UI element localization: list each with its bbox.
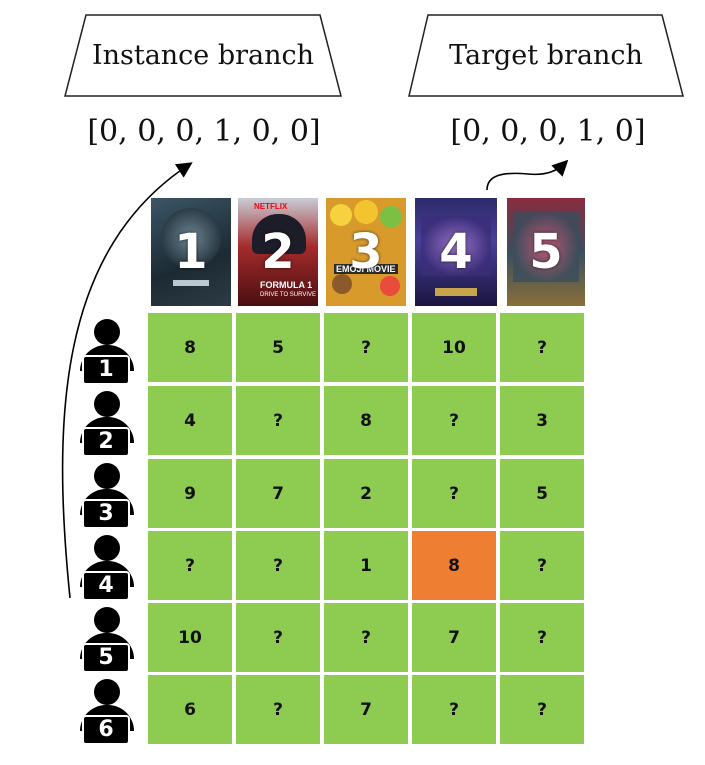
user-icon-3: 3: [74, 461, 138, 531]
poster-3-emoji-b: [354, 200, 378, 224]
movie-poster-5: 5: [507, 198, 585, 306]
poster-1-caption: [173, 280, 209, 286]
rating-cell: ?: [500, 603, 584, 672]
rating-cell: 5: [236, 313, 320, 382]
movie-poster-3: EMOJI MOVIE 3: [326, 198, 406, 306]
user-id-label: 3: [82, 499, 130, 529]
user-icon-6: 6: [74, 677, 138, 747]
user-icon-5: 5: [74, 605, 138, 675]
target-arrow: [486, 159, 569, 191]
rating-cell: 9: [148, 459, 232, 528]
poster-5-characters: [513, 212, 579, 282]
user-id-label: 6: [82, 715, 130, 745]
poster-2-helmet: [252, 214, 306, 254]
rating-cell: 3: [500, 386, 584, 455]
target-one-hot-vector: [0, 0, 0, 1, 0]: [450, 114, 646, 149]
rating-cell: 6: [148, 675, 232, 744]
rating-cell: 7: [236, 459, 320, 528]
poster-4-heroes: [421, 216, 491, 276]
poster-4-title-plate: [435, 288, 477, 296]
rating-cell-highlighted: 8: [412, 531, 496, 600]
rating-cell: ?: [324, 313, 408, 382]
user-badge: 3: [76, 491, 136, 529]
rating-cell: 7: [324, 675, 408, 744]
rating-cell: ?: [412, 675, 496, 744]
user-icon-2: 2: [74, 389, 138, 459]
user-head: [94, 679, 120, 705]
poster-3-emoji-e: [380, 276, 400, 296]
user-icon-4: 4: [74, 533, 138, 603]
user-badge: 1: [76, 347, 136, 385]
rating-cell: ?: [324, 603, 408, 672]
rating-cell: ?: [500, 531, 584, 600]
target-branch-shape: [408, 14, 684, 97]
user-head: [94, 319, 120, 345]
rating-cell: 8: [324, 386, 408, 455]
instance-branch-box: Instance branch: [64, 14, 342, 98]
rating-cell: 8: [148, 313, 232, 382]
rating-cell: ?: [148, 531, 232, 600]
target-branch-title: Target branch: [449, 40, 643, 71]
poster-3-emoji-d: [332, 274, 352, 294]
rating-cell: ?: [412, 459, 496, 528]
instance-one-hot-vector: [0, 0, 0, 1, 0, 0]: [87, 114, 321, 149]
user-head: [94, 391, 120, 417]
user-badge: 2: [76, 419, 136, 457]
rating-cell: 1: [324, 531, 408, 600]
rating-cell: 10: [148, 603, 232, 672]
poster-2-title: FORMULA 1: [260, 280, 313, 290]
rating-cell: ?: [500, 675, 584, 744]
rating-cell: 2: [324, 459, 408, 528]
user-id-label: 2: [82, 427, 130, 457]
movie-poster-2: NETFLIX FORMULA 1 DRIVE TO SURVIVE 2: [238, 198, 318, 306]
movie-number-4: 4: [439, 224, 473, 280]
user-id-label: 4: [82, 571, 130, 601]
movie-poster-1: 1: [151, 198, 231, 306]
target-branch-box: Target branch: [408, 14, 684, 98]
rating-cell: ?: [412, 386, 496, 455]
user-head: [94, 607, 120, 633]
rating-cell: ?: [236, 675, 320, 744]
poster-2-subtitle: DRIVE TO SURVIVE: [260, 292, 317, 298]
poster-3-emoji-a: [330, 204, 352, 226]
rating-cell: ?: [236, 603, 320, 672]
rating-cell: ?: [236, 386, 320, 455]
rating-cell: 10: [412, 313, 496, 382]
user-head: [94, 535, 120, 561]
user-badge: 4: [76, 563, 136, 601]
instance-branch-shape: [64, 14, 342, 97]
user-head: [94, 463, 120, 489]
user-id-label: 1: [82, 355, 130, 385]
movie-number-1: 1: [174, 224, 208, 280]
rating-cell: ?: [236, 531, 320, 600]
poster-3-emoji-c: [380, 206, 402, 228]
instance-branch-title: Instance branch: [91, 40, 315, 71]
poster-3-title: EMOJI MOVIE: [334, 264, 398, 274]
movie-number-3: 3: [349, 224, 383, 280]
user-icon-1: 1: [74, 317, 138, 387]
movie-poster-4: 4: [415, 198, 497, 306]
rating-cell: 7: [412, 603, 496, 672]
poster-2-netflix: NETFLIX: [254, 202, 288, 211]
movie-number-2: 2: [261, 224, 295, 280]
rating-cell: 4: [148, 386, 232, 455]
poster-1-face: [161, 208, 221, 268]
user-id-label: 5: [82, 643, 130, 673]
rating-cell: 5: [500, 459, 584, 528]
user-badge: 6: [76, 707, 136, 745]
movie-number-5: 5: [529, 224, 563, 280]
rating-cell: ?: [500, 313, 584, 382]
instance-arrow: [61, 162, 193, 599]
user-badge: 5: [76, 635, 136, 673]
